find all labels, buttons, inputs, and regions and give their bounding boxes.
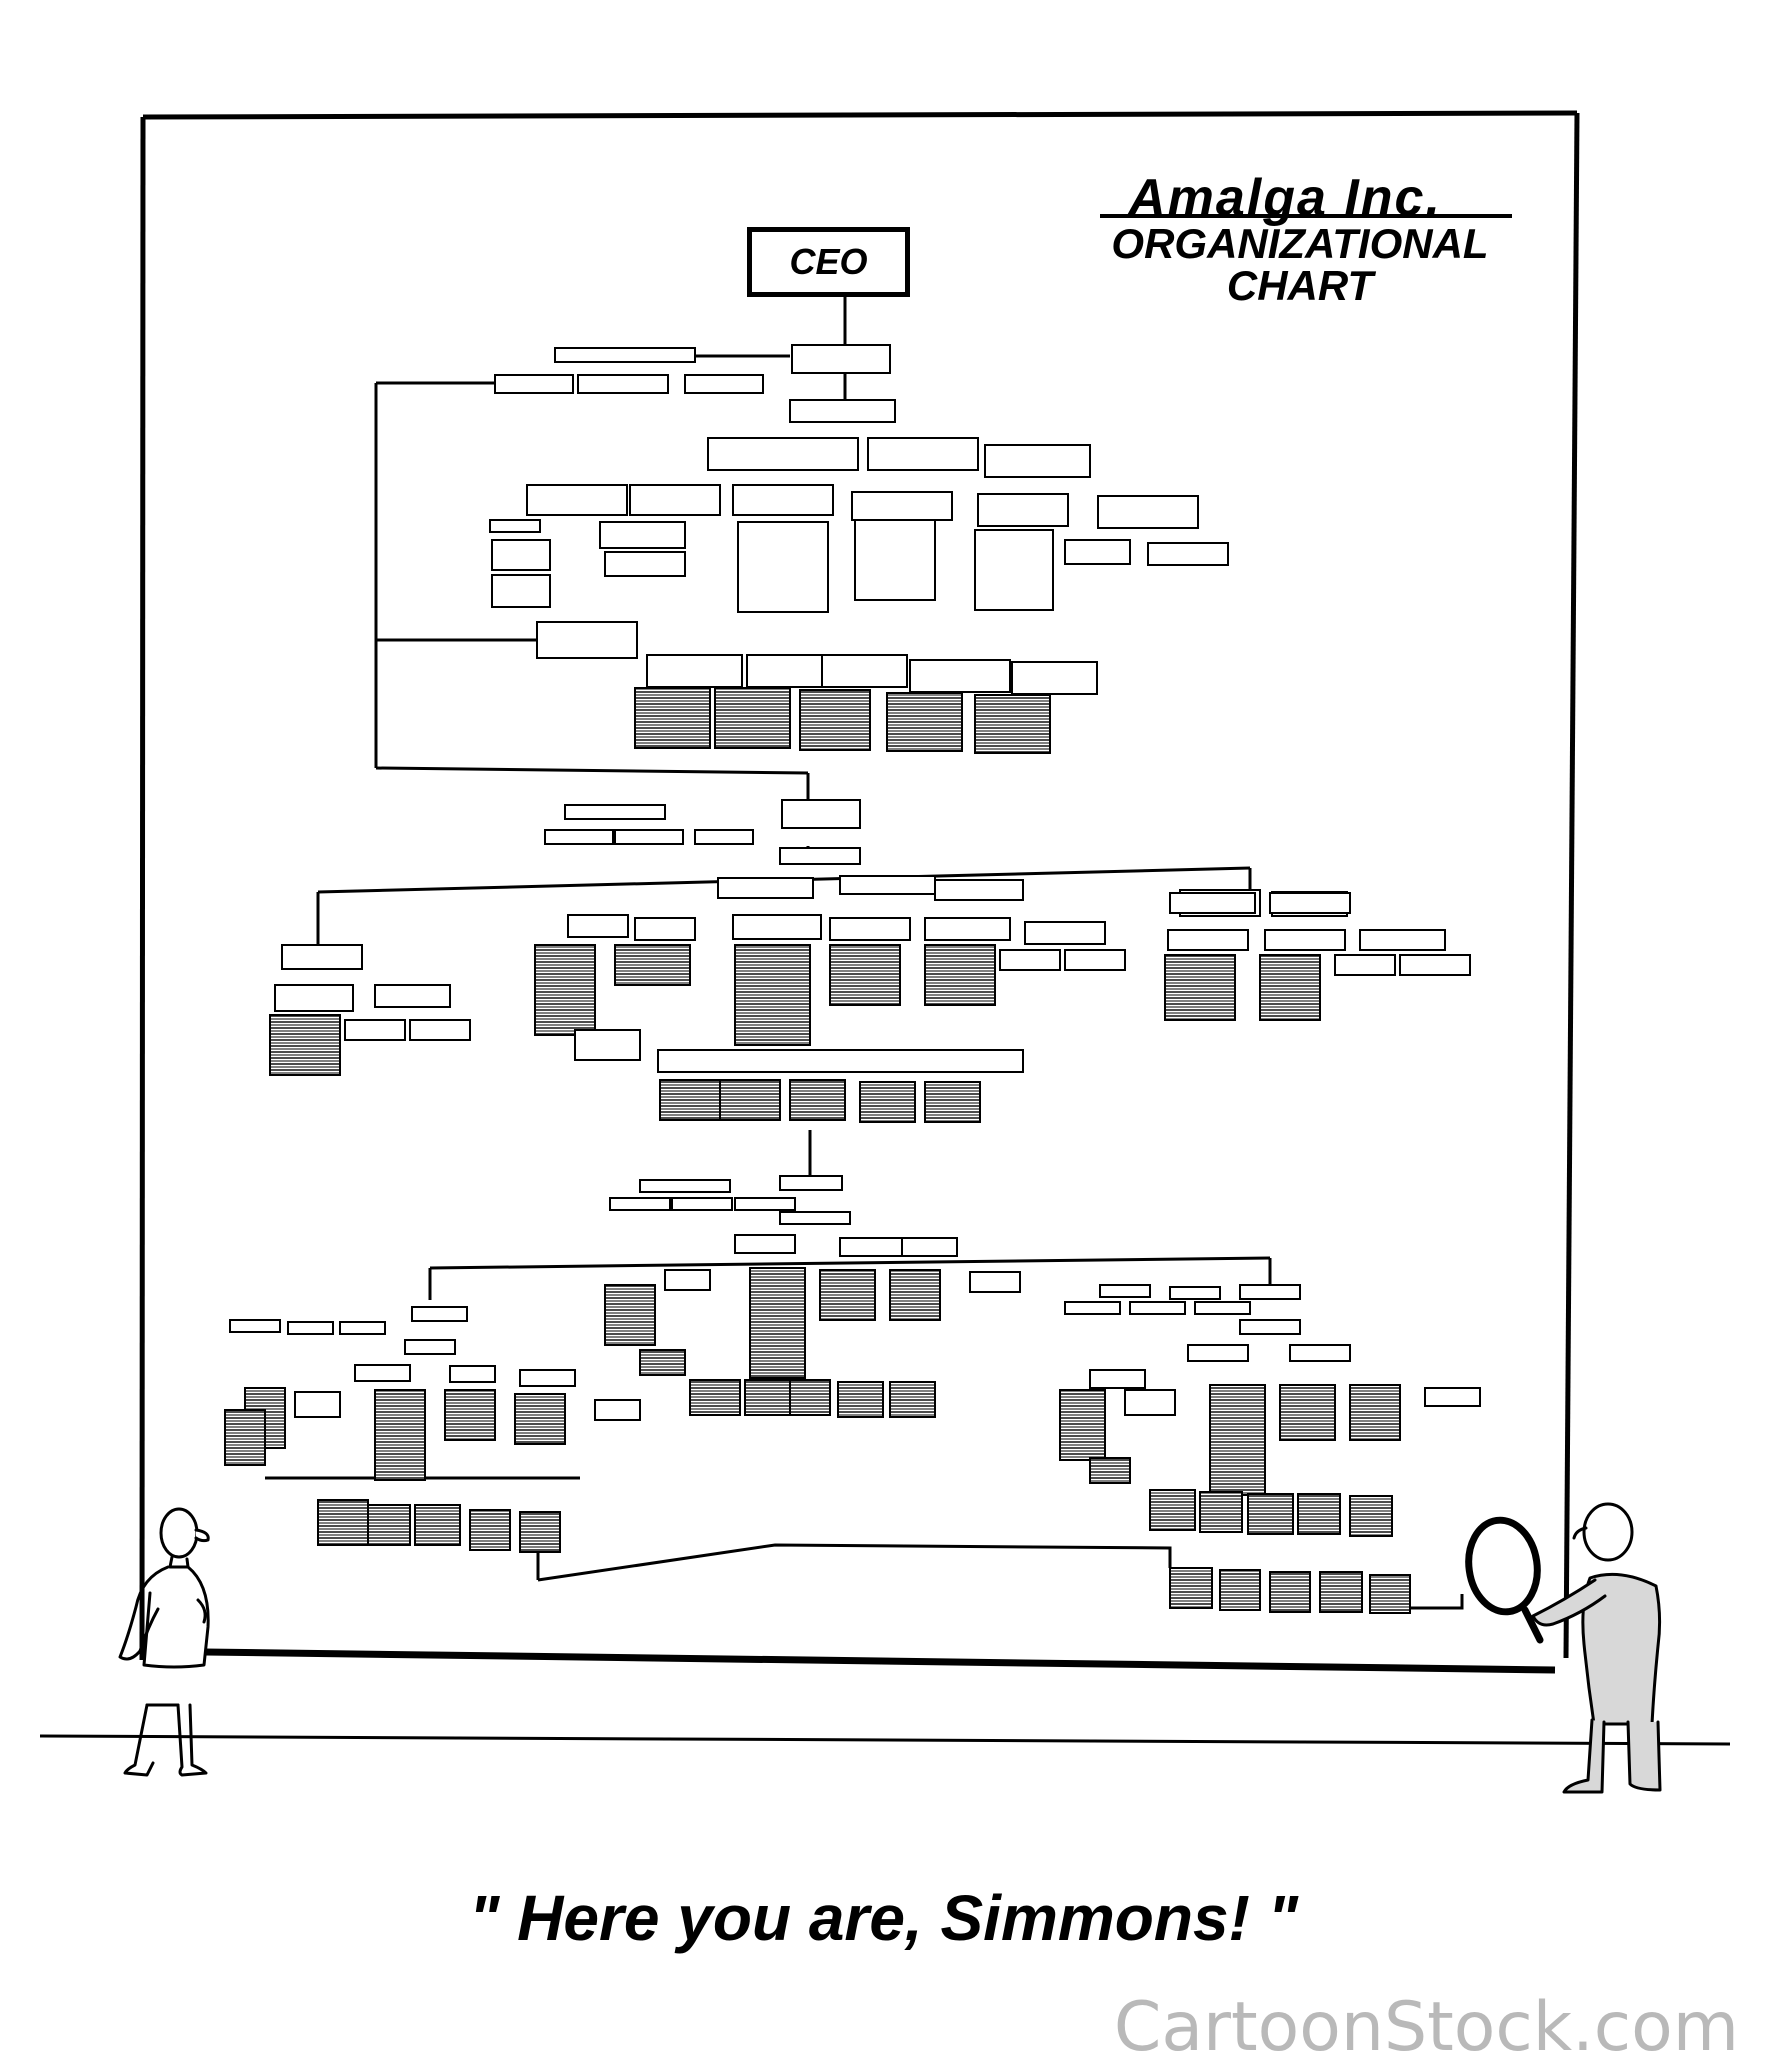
poster-board xyxy=(139,110,1580,1674)
cartoon-caption: " Here you are, Simmons! " xyxy=(469,1882,1298,1954)
company-name-underline xyxy=(1100,214,1512,218)
ceo-label: CEO xyxy=(789,241,868,282)
man-left-figure xyxy=(118,1507,210,1777)
man-right-figure xyxy=(1531,1502,1662,1794)
chart-boxes xyxy=(224,344,1481,1614)
chart-title-line2: CHART xyxy=(1226,262,1374,309)
watermark: CartoonStock.com xyxy=(1113,1988,1739,2067)
company-name: Amalga Inc. xyxy=(1128,169,1442,227)
ceo-box: CEO xyxy=(747,227,910,297)
magnifying-glass-icon xyxy=(1465,1516,1544,1644)
floor-line xyxy=(39,1734,1731,1746)
chart-title-line1: ORGANIZATIONAL xyxy=(1111,220,1489,267)
